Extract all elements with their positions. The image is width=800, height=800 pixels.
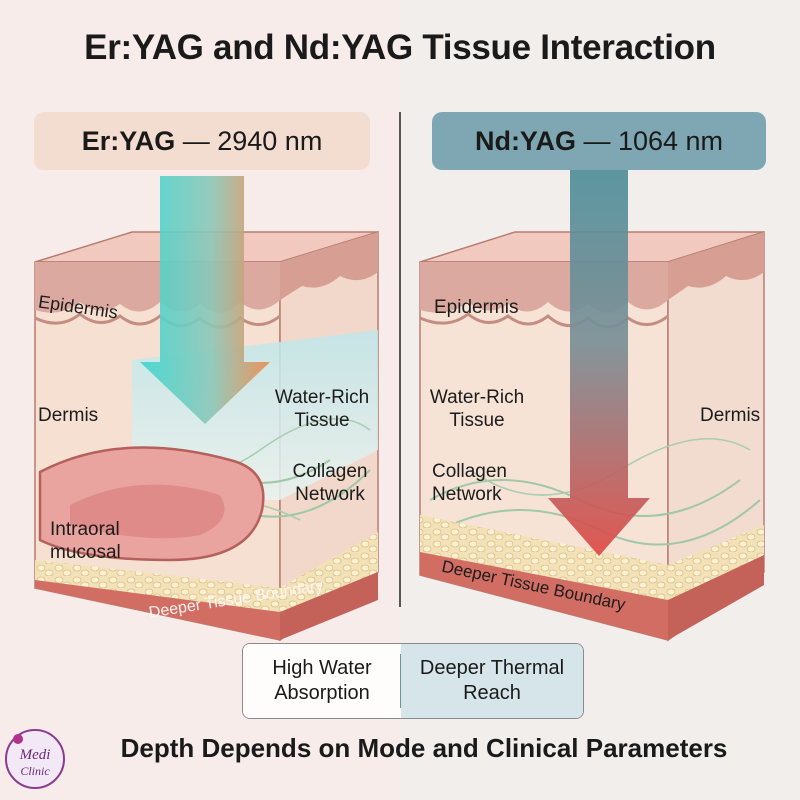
eryag-mode-label: Er:YAG — 2940 nm	[34, 112, 370, 170]
legend-deeper-thermal-reach: Deeper Thermal Reach	[401, 644, 583, 718]
eryag-mode-name: Er:YAG	[81, 126, 176, 156]
ndyag-collagen-label: Collagen Network	[432, 461, 507, 505]
ndyag-mode-name: Nd:YAG	[474, 126, 576, 156]
ndyag-mode-label: Nd:YAG — 1064 nm	[432, 112, 766, 170]
eryag-arrow	[140, 176, 270, 424]
ndyag-epidermis-label: Epidermis	[434, 297, 519, 318]
ndyag-arrow	[548, 170, 650, 556]
ndyag-dermis-label: Dermis	[700, 405, 761, 426]
eryag-wavelength: — 2940 nm	[175, 126, 323, 156]
panel-divider	[399, 112, 401, 607]
eryag-collagen-label: Collagen Network	[292, 461, 368, 505]
eryag-tissue-block	[34, 230, 379, 642]
eryag-mucosal-label: Intraoral mucosal	[50, 519, 121, 563]
ndyag-water-rich-label: Water-Rich Tissue	[429, 387, 525, 431]
page-title: Er:YAG and Nd:YAG Tissue Interaction	[84, 28, 716, 67]
comparison-legend: High Water Absorption Deeper Thermal Rea…	[242, 643, 584, 719]
legend-high-water-absorption: High Water Absorption	[243, 644, 401, 718]
logo-text-clinic: Clinic	[20, 764, 50, 778]
ndyag-wavelength: — 1064 nm	[575, 126, 724, 156]
eryag-dermis-label: Dermis	[38, 405, 99, 426]
logo-text-medi: Medi	[19, 747, 51, 763]
medi-clinic-logo: Medi Clinic	[5, 729, 65, 789]
footer-caption: Depth Depends on Mode and Clinical Param…	[120, 733, 728, 763]
eryag-water-rich-label: Water-Rich Tissue	[274, 387, 370, 431]
